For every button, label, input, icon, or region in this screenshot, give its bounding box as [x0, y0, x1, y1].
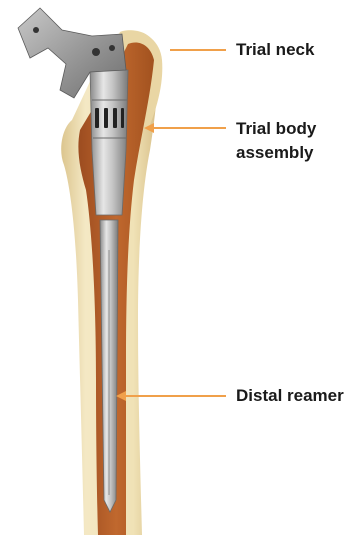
label-trial-body-line2: assembly [236, 142, 314, 164]
label-distal-reamer: Distal reamer [236, 385, 344, 407]
trial-body [90, 70, 128, 215]
label-trial-neck: Trial neck [236, 39, 314, 61]
label-trial-body-line1: Trial body [236, 118, 316, 140]
